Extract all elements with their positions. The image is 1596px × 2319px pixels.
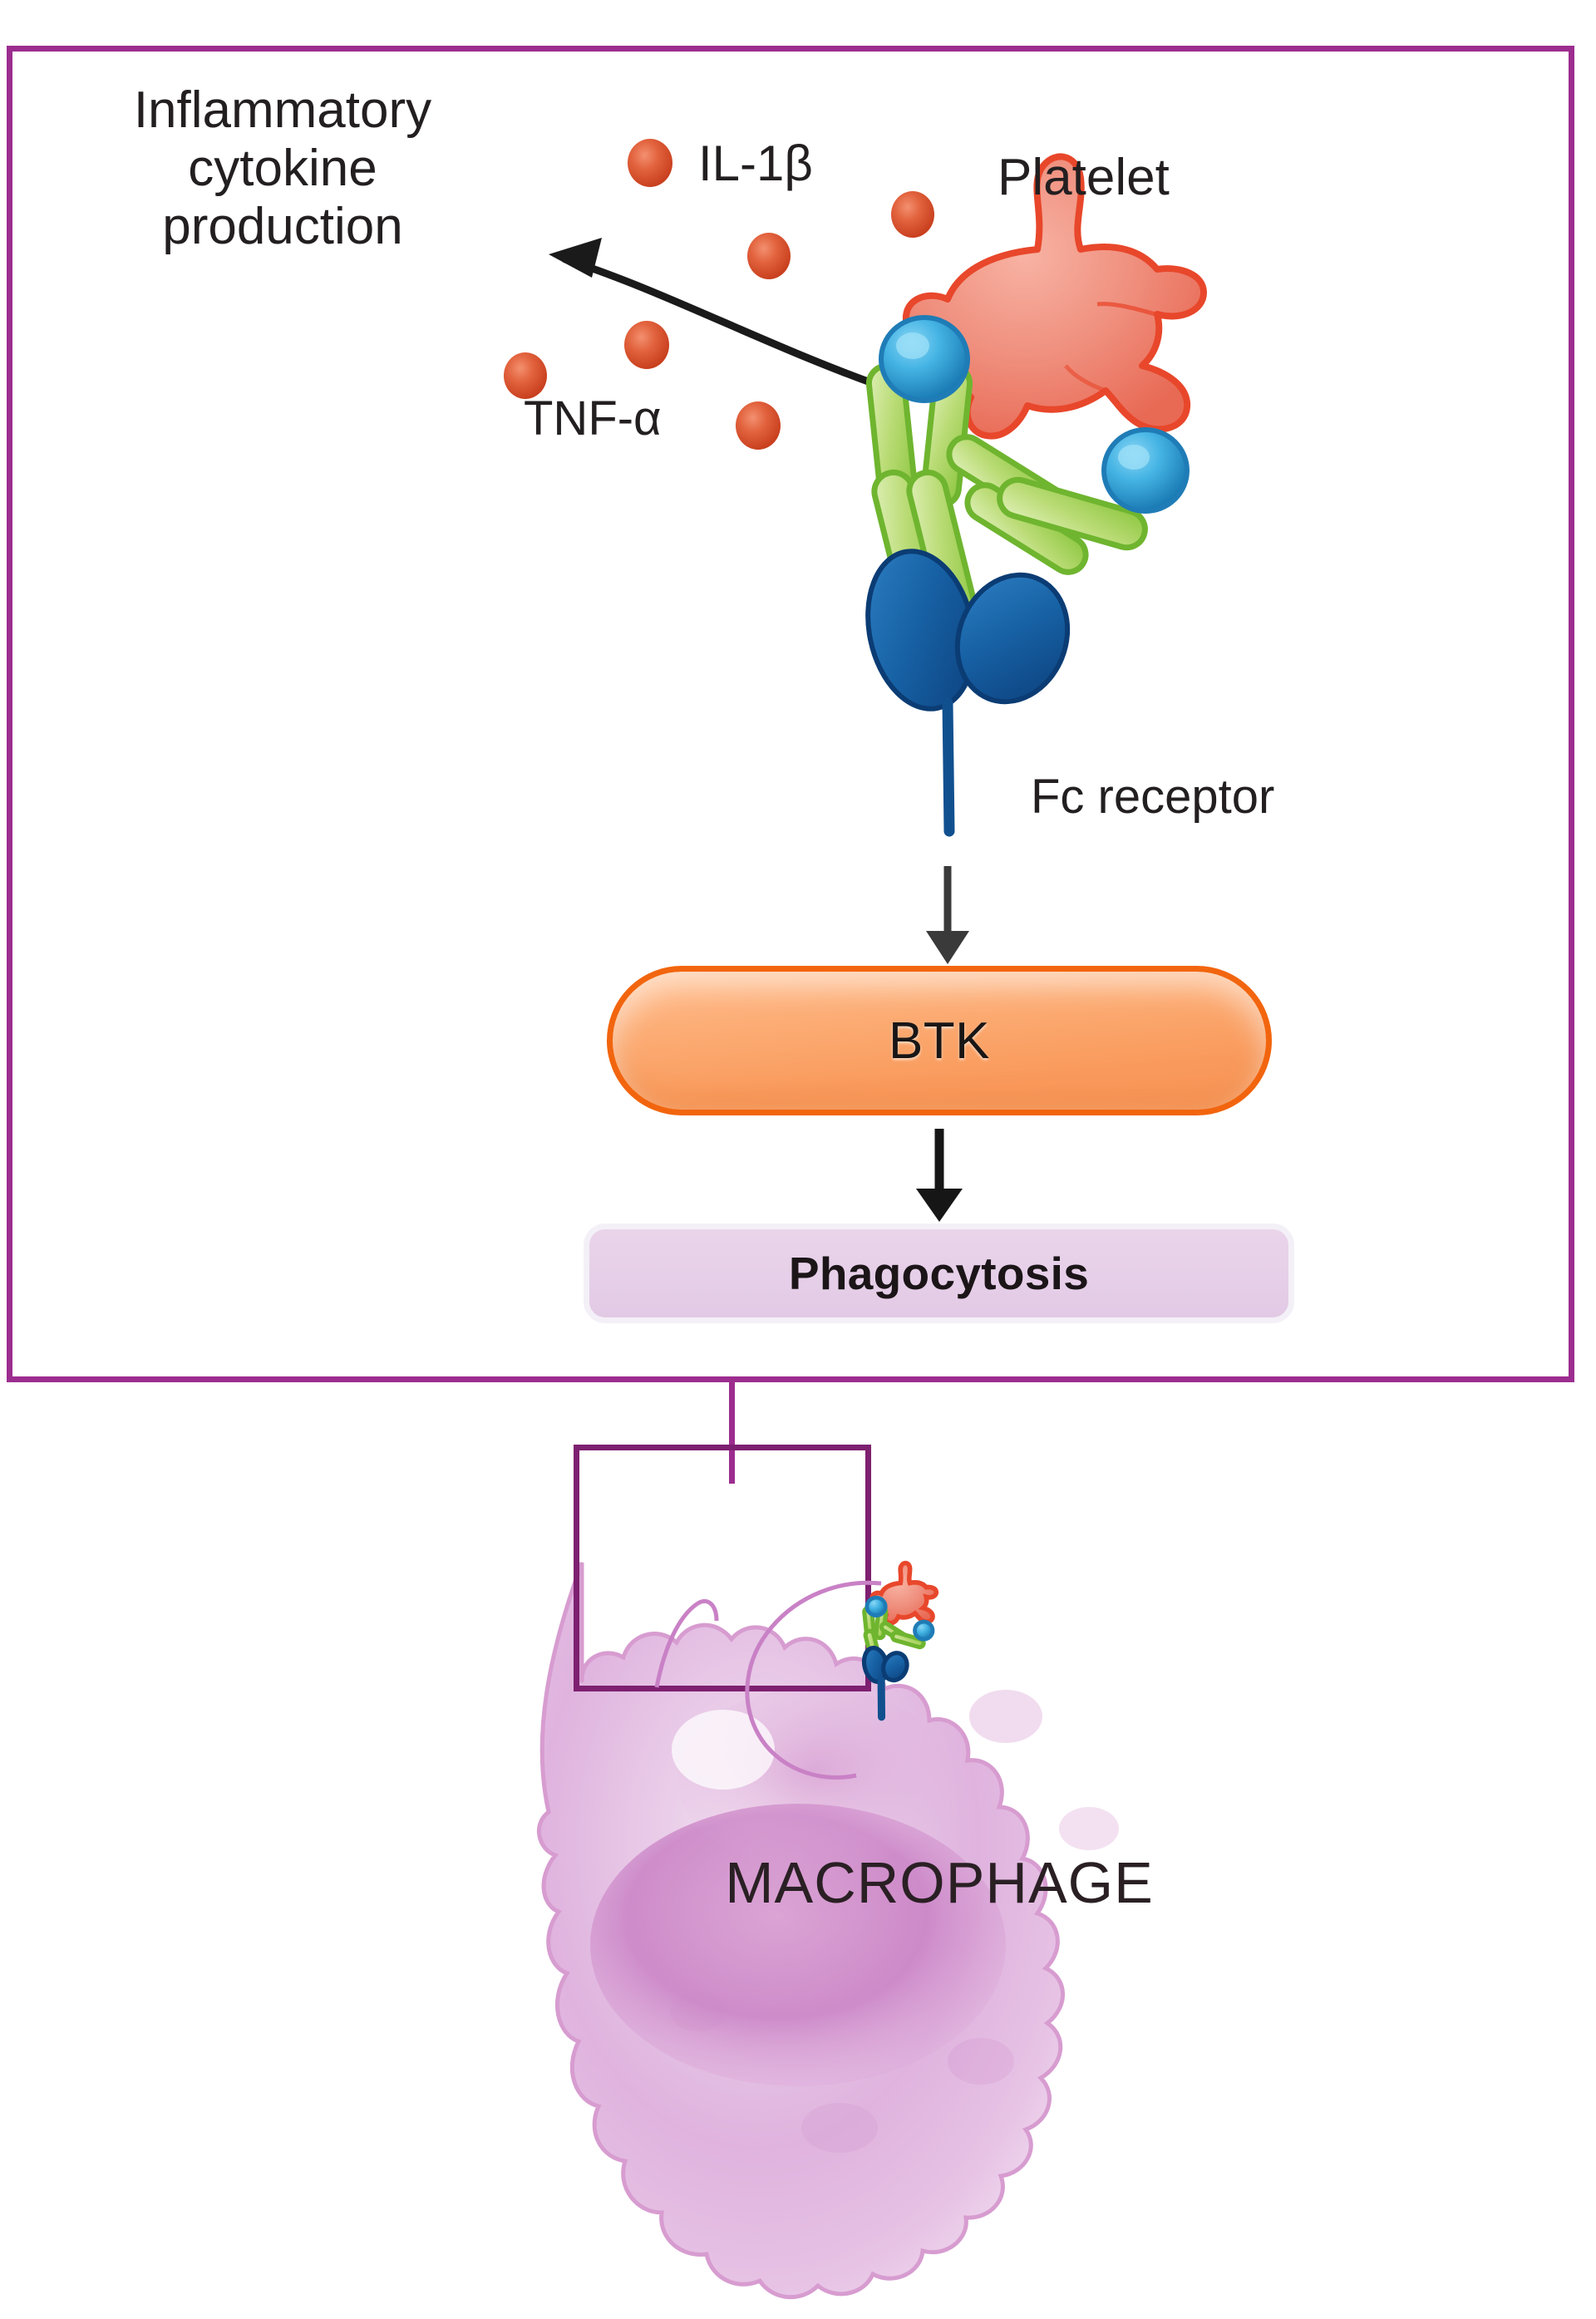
cytokine-production-arrow	[561, 255, 898, 395]
il1b-label: IL-1β	[698, 135, 813, 191]
fc-receptor	[865, 549, 1071, 837]
inflam-line-2: cytokine	[188, 140, 377, 198]
zoom-connector-line	[729, 1382, 735, 1484]
phagocytosis-label: Phagocytosis	[788, 1248, 1090, 1299]
inflam-line-1: Inflammatory	[133, 81, 432, 139]
inset-miniature-complex	[861, 1560, 939, 1721]
btk-node: BTK	[607, 966, 1272, 1115]
inflam-line-3: production	[162, 198, 403, 256]
phagocytosis-node: Phagocytosis	[584, 1224, 1294, 1323]
inflammatory-cytokine-production-label: Inflammatory cytokine production	[50, 81, 515, 256]
inset-phagocytic-cup	[654, 1580, 882, 1780]
macrophage-label: MACROPHAGE	[725, 1850, 1154, 1915]
antibody-2	[946, 427, 1190, 575]
fc-receptor-label: Fc receptor	[1031, 770, 1275, 824]
zoom-panel-frame	[7, 46, 1574, 1382]
btk-label: BTK	[888, 1012, 991, 1070]
platelet-label: Platelet	[998, 149, 1170, 206]
zoom-inset-frame	[574, 1445, 871, 1691]
tnfa-label: TNF-α	[524, 391, 662, 446]
macrophage-body	[537, 1562, 1119, 2299]
fc-to-btk-arrow	[926, 866, 969, 964]
cytokine-particles	[504, 139, 934, 450]
btk-to-phagocytosis-arrow	[916, 1129, 963, 1222]
